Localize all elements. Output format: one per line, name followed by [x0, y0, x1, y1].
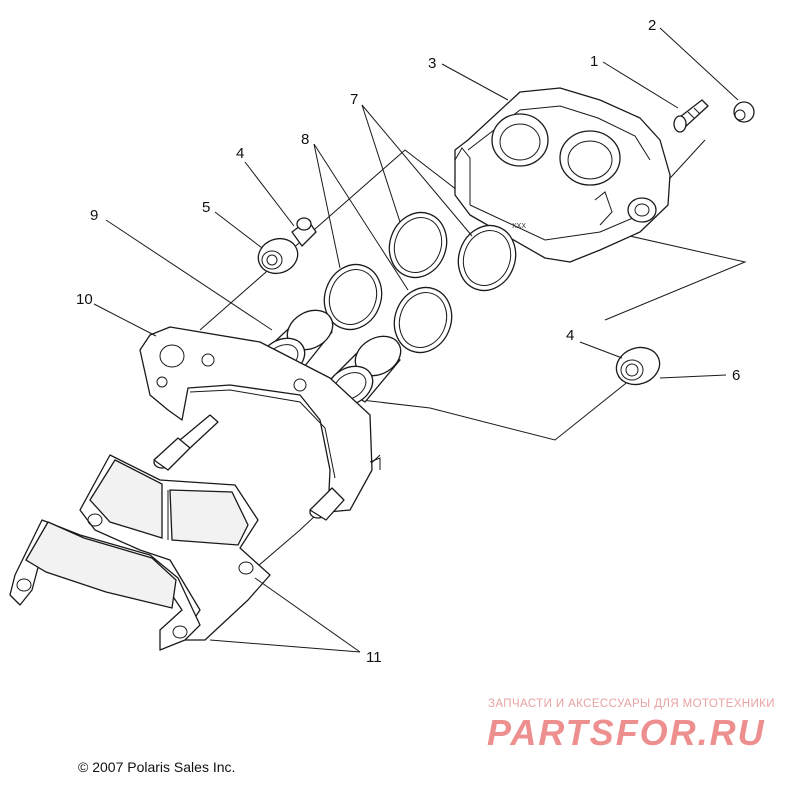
- callout-3: 3: [428, 55, 436, 72]
- callout-leaders: [93, 27, 739, 653]
- bleeder-valve: [673, 99, 709, 133]
- callout-5: 5: [202, 199, 210, 216]
- callout-numbers: 1 2 3 4 4 5 6 7 8 9 10 11: [76, 17, 740, 666]
- watermark-logo: PARTSFOR.RU: [487, 712, 766, 753]
- caliper-bracket: [139, 326, 381, 521]
- caliper-housing: XXX: [454, 87, 671, 263]
- pin-boot-upper: [257, 237, 299, 275]
- callout-4-right: 4: [566, 327, 574, 344]
- watermark-tagline: ЗАПЧАСТИ И АКСЕССУАРЫ ДЛЯ МОТОТЕХНИКИ: [488, 698, 775, 710]
- brake-pad-inner: [79, 454, 271, 641]
- dust-seals: [323, 263, 453, 354]
- callout-8: 8: [301, 131, 309, 148]
- housing-stamp: XXX: [512, 223, 526, 230]
- copyright-notice: © 2007 Polaris Sales Inc.: [78, 759, 236, 775]
- callout-4-upper: 4: [236, 145, 244, 162]
- brake-pad-outer: [9, 519, 201, 651]
- callout-7: 7: [350, 91, 358, 108]
- callout-11: 11: [366, 649, 382, 666]
- pin-boot-right: [615, 346, 661, 386]
- callout-2: 2: [648, 17, 656, 34]
- callout-10: 10: [76, 291, 93, 308]
- slide-pin-upper: [291, 217, 317, 247]
- callout-9: 9: [90, 207, 98, 224]
- callout-6: 6: [732, 367, 740, 384]
- callout-1: 1: [590, 53, 598, 70]
- bleeder-cap: [733, 101, 755, 123]
- piston-seals: [388, 211, 517, 292]
